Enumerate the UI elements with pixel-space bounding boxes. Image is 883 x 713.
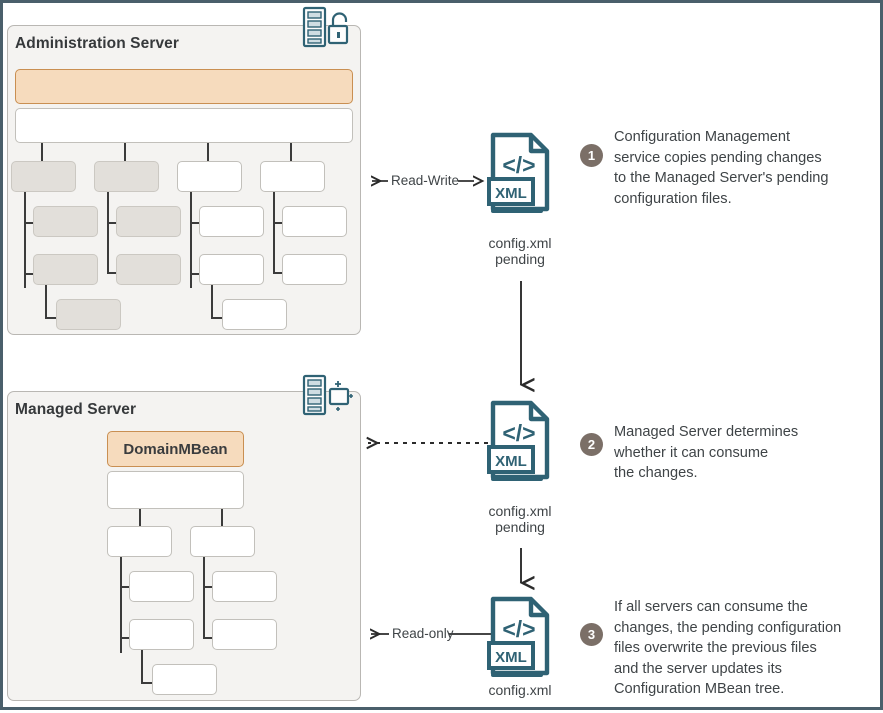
svg-text:</>: </>: [502, 420, 535, 446]
domain-mbean-node: DomainMBean: [107, 431, 244, 467]
xml-file-icon-3: </> XML: [487, 595, 553, 679]
managed-node-l1: [107, 526, 172, 557]
admin-bus-b: [107, 192, 109, 274]
admin-tick-c2: [190, 273, 200, 275]
managed-stem-right: [221, 509, 223, 526]
svg-text:XML: XML: [495, 185, 527, 202]
admin-node-b1: [94, 161, 159, 192]
managed-node-r2: [212, 571, 277, 602]
admin-root-orange-node: [15, 69, 353, 104]
managed-server-title: Managed Server: [15, 401, 137, 418]
step-text-1: Configuration Management service copies …: [614, 129, 829, 207]
admin-node-a2: [33, 206, 98, 237]
admin-stem-3: [207, 143, 209, 161]
admin-node-a3: [33, 254, 98, 285]
admin-tick-d2: [273, 272, 283, 274]
admin-tick-a1: [24, 222, 34, 224]
admin-node-d3: [282, 254, 347, 285]
admin-stem-4: [290, 143, 292, 161]
admin-node-d1: [260, 161, 325, 192]
admin-node-a1: [11, 161, 76, 192]
managed-bus-right: [203, 557, 205, 639]
step-badge-2: 2: [580, 433, 603, 456]
managed-tick-l4: [141, 682, 153, 684]
admin-bus-d: [273, 192, 275, 274]
step-badge-1: 1: [580, 144, 603, 167]
managed-node-l3: [129, 619, 194, 650]
managed-tick-r1: [203, 586, 213, 588]
admin-tick-c1: [190, 222, 200, 224]
admin-bus-c3: [211, 285, 213, 319]
svg-text:</>: </>: [502, 152, 535, 178]
admin-stem-1: [41, 143, 43, 161]
admin-tick-d1: [273, 222, 283, 224]
step-badge-3: 3: [580, 623, 603, 646]
admin-node-c2: [199, 206, 264, 237]
admin-node-b2: [116, 206, 181, 237]
managed-stem-left: [139, 509, 141, 526]
svg-text:XML: XML: [495, 453, 527, 470]
server-pending-icon: [300, 373, 355, 417]
admin-node-a4: [56, 299, 121, 330]
managed-node-r3: [212, 619, 277, 650]
admin-tick-b1: [107, 222, 117, 224]
managed-tick-r2: [203, 637, 213, 639]
managed-bus-l3: [141, 650, 143, 684]
xml-file-icon-1: </> XML: [487, 131, 553, 215]
step-text-3: If all servers can consume the changes, …: [614, 599, 842, 697]
administration-server-title: Administration Server: [15, 35, 180, 52]
managed-bus-left: [120, 557, 122, 653]
step-text-2: Managed Server determines whether it can…: [614, 424, 799, 481]
managed-node-l4: [152, 664, 217, 695]
admin-tick-b2: [107, 272, 117, 274]
admin-stem-2: [124, 143, 126, 161]
admin-node-d2: [282, 206, 347, 237]
admin-node-c4: [222, 299, 287, 330]
admin-node-b3: [116, 254, 181, 285]
managed-node-r1: [190, 526, 255, 557]
read-write-label: Read-Write: [391, 173, 460, 188]
svg-text:XML: XML: [495, 649, 527, 666]
config-xml-pending-caption-1: config.xml pending: [488, 235, 552, 267]
read-only-label: Read-only: [392, 626, 454, 641]
admin-node-c1: [177, 161, 242, 192]
admin-root-white-node: [15, 108, 353, 143]
managed-tick-l1: [120, 586, 130, 588]
admin-bus-a3: [45, 285, 47, 319]
config-xml-caption-3: config.xml: [488, 682, 552, 698]
config-xml-pending-caption-2: config.xml pending: [488, 503, 552, 535]
managed-tick-l2: [120, 637, 130, 639]
admin-bus-c: [190, 192, 192, 288]
xml-file-icon-2: </> XML: [487, 399, 553, 483]
admin-bus-a: [24, 192, 26, 288]
admin-node-c3: [199, 254, 264, 285]
admin-tick-a4: [45, 317, 57, 319]
managed-node-l2: [129, 571, 194, 602]
server-unlocked-icon: [300, 5, 355, 49]
managed-root-white-node: [107, 471, 244, 509]
admin-tick-c4: [211, 317, 223, 319]
svg-text:</>: </>: [502, 616, 535, 642]
admin-tick-a2: [24, 273, 34, 275]
